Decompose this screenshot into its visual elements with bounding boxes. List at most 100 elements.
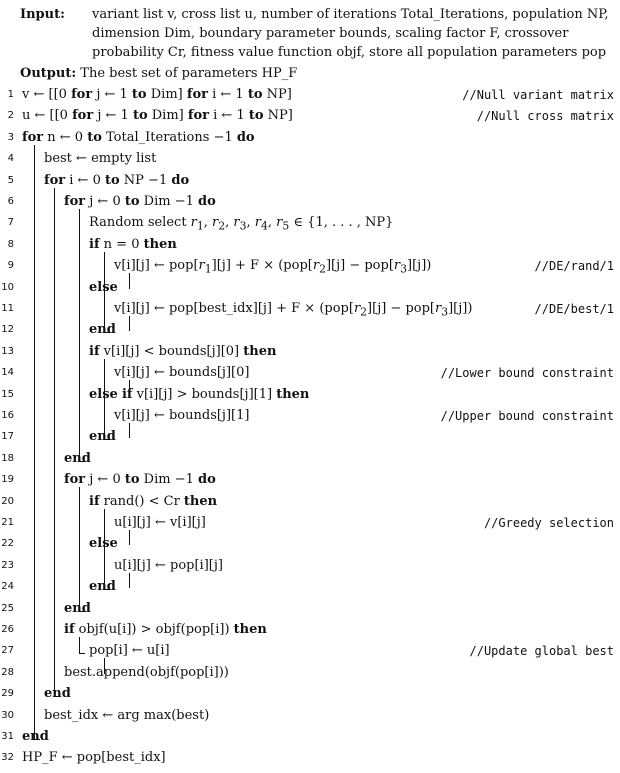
line-number: 28 (1, 666, 14, 678)
line-code: else if v[i][j] > bounds[j][1] then (89, 386, 310, 402)
block-guide (54, 187, 55, 697)
code-line: 19 for j ← 0 to Dim −1 do (0, 470, 620, 490)
line-number: 27 (1, 645, 14, 657)
line-number: 21 (1, 517, 14, 528)
line-number: 26 (1, 624, 14, 635)
line-number: 5 (7, 174, 14, 186)
block-guide (129, 273, 130, 289)
line-code: if objf(u[i]) > objf(pop[i]) then (64, 622, 267, 637)
block-guide (104, 508, 105, 590)
code-line: 2 u ← [[0 for j ← 1 to Dim] for i ← 1 to … (0, 106, 620, 126)
block-guide (129, 423, 130, 439)
line-number: 10 (1, 281, 14, 293)
line-code: for n ← 0 to Total_Iterations −1 do (22, 129, 255, 145)
code-line: 3 for n ← 0 to Total_Iterations −1 do (0, 128, 620, 148)
block-guide-hook (34, 739, 40, 740)
line-code: end (89, 429, 116, 445)
line-number: 11 (1, 303, 14, 314)
block-guide-hook (79, 460, 85, 462)
line-code: u ← [[0 for j ← 1 to Dim] for i ← 1 to N… (22, 108, 293, 124)
line-comment: //Null variant matrix (462, 88, 614, 102)
line-number: 2 (7, 110, 14, 122)
line-number: 4 (7, 153, 14, 165)
line-code: v[i][j] ← pop[best_idx][j] + F × (pop[r2… (114, 301, 473, 319)
line-code: end (22, 729, 49, 744)
line-number: 8 (7, 238, 14, 250)
line-code: v[i][j] ← pop[r1][j] + F × (pop[r2][j] −… (114, 258, 432, 276)
line-code: end (89, 322, 116, 338)
code-line: 24 end (0, 577, 620, 597)
code-line: 27 pop[i] ← u[i] //Update global best (0, 641, 620, 661)
line-code: for i ← 0 to NP −1 do (44, 172, 190, 188)
block-guide (129, 572, 130, 589)
line-code: end (64, 600, 91, 616)
line-code: Random select r1, r2, r3, r4, r5 ∈ {1, .… (89, 215, 394, 233)
line-code: end (44, 686, 71, 702)
line-code: for j ← 0 to Dim −1 do (64, 472, 216, 488)
line-code: v ← [[0 for j ← 1 to Dim] for i ← 1 to N… (22, 87, 292, 102)
block-guide-hook (79, 653, 85, 655)
block-guide (79, 209, 80, 461)
line-code: else (89, 536, 118, 552)
line-code: if rand() < Cr then (89, 493, 218, 509)
line-comment: //Lower bound constraint (440, 366, 614, 381)
code-line: 13 if v[i][j] < bounds[j][0] then (0, 342, 620, 362)
line-number: 15 (1, 388, 14, 400)
line-number: 9 (7, 260, 14, 272)
output-text: The best set of parameters HP_F (80, 66, 298, 81)
code-line: 7 Random select r1, r2, r3, r4, r5 ∈ {1, … (0, 213, 620, 233)
block-guide-hook (54, 696, 60, 698)
line-number: 20 (1, 495, 14, 507)
block-guide (129, 530, 130, 546)
line-number: 7 (7, 217, 14, 229)
line-comment: //DE/rand/1 (534, 259, 614, 274)
block-guide (34, 144, 35, 739)
line-code: pop[i] ← u[i] (89, 643, 170, 659)
input-text: variant list v, cross list u, number of … (92, 7, 609, 60)
line-code: best_idx ← arg max(best) (44, 707, 210, 723)
code-line: 17 end (0, 427, 620, 447)
line-comment: //Upper bound constraint (440, 409, 614, 423)
block-guide-hook (104, 439, 110, 441)
code-line: 9 v[i][j] ← pop[r1][j] + F × (pop[r2][j] … (0, 256, 620, 276)
block-guide (129, 380, 130, 396)
block-guide-hook (104, 332, 110, 334)
line-code: best ← empty list (44, 151, 157, 167)
line-number: 17 (1, 431, 14, 443)
line-number: 3 (7, 131, 14, 143)
line-code: end (89, 579, 116, 595)
line-number: 19 (1, 474, 14, 486)
line-number: 31 (1, 731, 14, 742)
line-code: end (64, 450, 91, 466)
line-number: 16 (1, 410, 14, 421)
block-guide (104, 251, 105, 333)
line-code: if v[i][j] < bounds[j][0] then (89, 343, 277, 359)
line-number: 13 (1, 345, 14, 357)
line-comment: //Update global best (469, 644, 615, 659)
code-line: 30 best_idx ← arg max(best) (0, 706, 620, 726)
line-code: if n = 0 then (89, 236, 177, 252)
block-guide-hook (79, 610, 85, 612)
block-guide-hook (104, 589, 110, 591)
line-number: 22 (1, 538, 14, 550)
line-number: 14 (1, 367, 14, 379)
code-line: 18 end (0, 449, 620, 469)
block-guide (104, 658, 105, 674)
code-line: 22 else (0, 534, 620, 554)
block-guide (79, 637, 80, 654)
algorithm-output: Output: The best set of parameters HP_F (20, 64, 297, 83)
line-number: 24 (1, 581, 14, 593)
block-guide (79, 487, 80, 611)
line-number: 30 (1, 709, 14, 721)
line-comment: //DE/best/1 (534, 302, 614, 316)
line-number: 1 (7, 89, 14, 100)
line-number: 18 (1, 452, 14, 464)
